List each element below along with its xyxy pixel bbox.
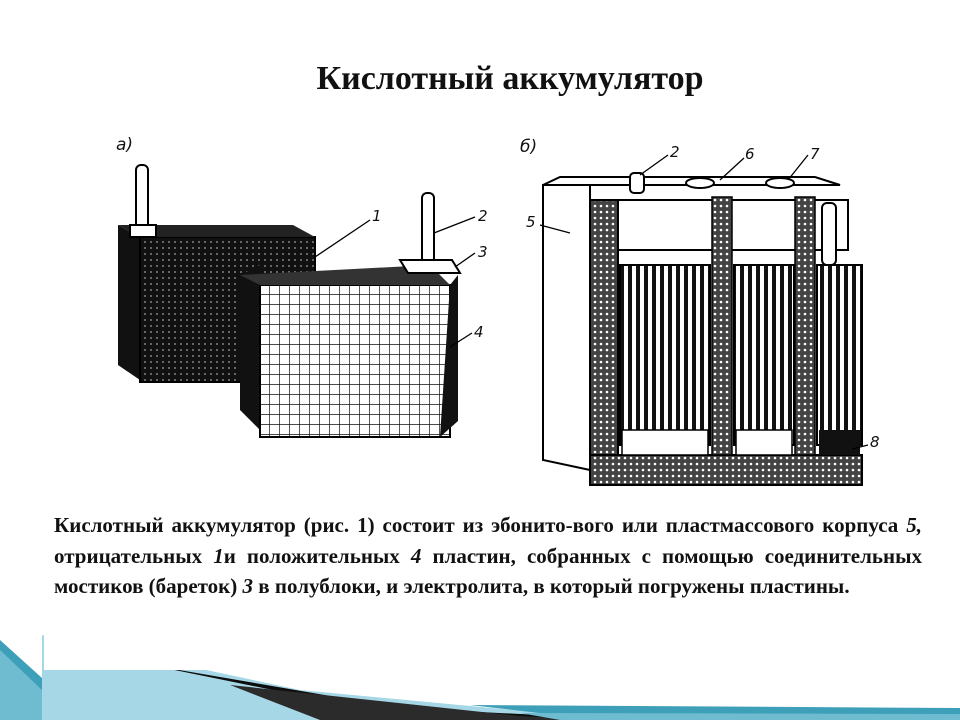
callout-6: 6 <box>745 145 755 163</box>
positive-plate <box>240 265 458 438</box>
slide-title: Кислотный аккумулятор <box>316 60 704 97</box>
left-terminal <box>129 164 157 238</box>
callout-2b: 2 <box>670 143 680 161</box>
battery-illustration: а) б) 1 2 3 4 5 2 6 7 8 <box>100 125 900 505</box>
description-text-3: и положительных <box>223 543 411 568</box>
callout-5: 5 <box>526 213 536 231</box>
battery-case <box>542 176 863 486</box>
ref-case: 5, <box>906 513 922 537</box>
ref-bridge: 3 <box>242 574 254 598</box>
callout-1: 1 <box>372 207 382 225</box>
description-text-2: отрицательных <box>54 543 214 568</box>
description-text-4: пластин, собранных с помощью соединитель… <box>54 543 922 599</box>
description-text-1: Кислотный аккумулятор (рис. 1) состоит и… <box>54 513 907 537</box>
figure-label-a: а) <box>116 135 134 155</box>
callout-2: 2 <box>478 207 488 225</box>
battery-drawing <box>118 154 869 486</box>
callout-4: 4 <box>474 323 484 341</box>
figure-label-b: б) <box>520 137 538 157</box>
leader-lines <box>314 154 869 450</box>
ref-positive: 4 <box>410 543 422 568</box>
callout-8: 8 <box>870 433 880 451</box>
callout-3: 3 <box>478 243 488 261</box>
cell-plates <box>619 264 863 456</box>
description-text-5: в полублоки, и электролита, в который по… <box>253 574 850 598</box>
right-terminal <box>398 192 462 274</box>
callout-7: 7 <box>810 145 820 163</box>
cell-caps <box>629 172 837 266</box>
description-paragraph: Кислотный аккумулятор (рис. 1) состоит и… <box>44 508 926 670</box>
ref-negative: 1 <box>213 543 224 568</box>
